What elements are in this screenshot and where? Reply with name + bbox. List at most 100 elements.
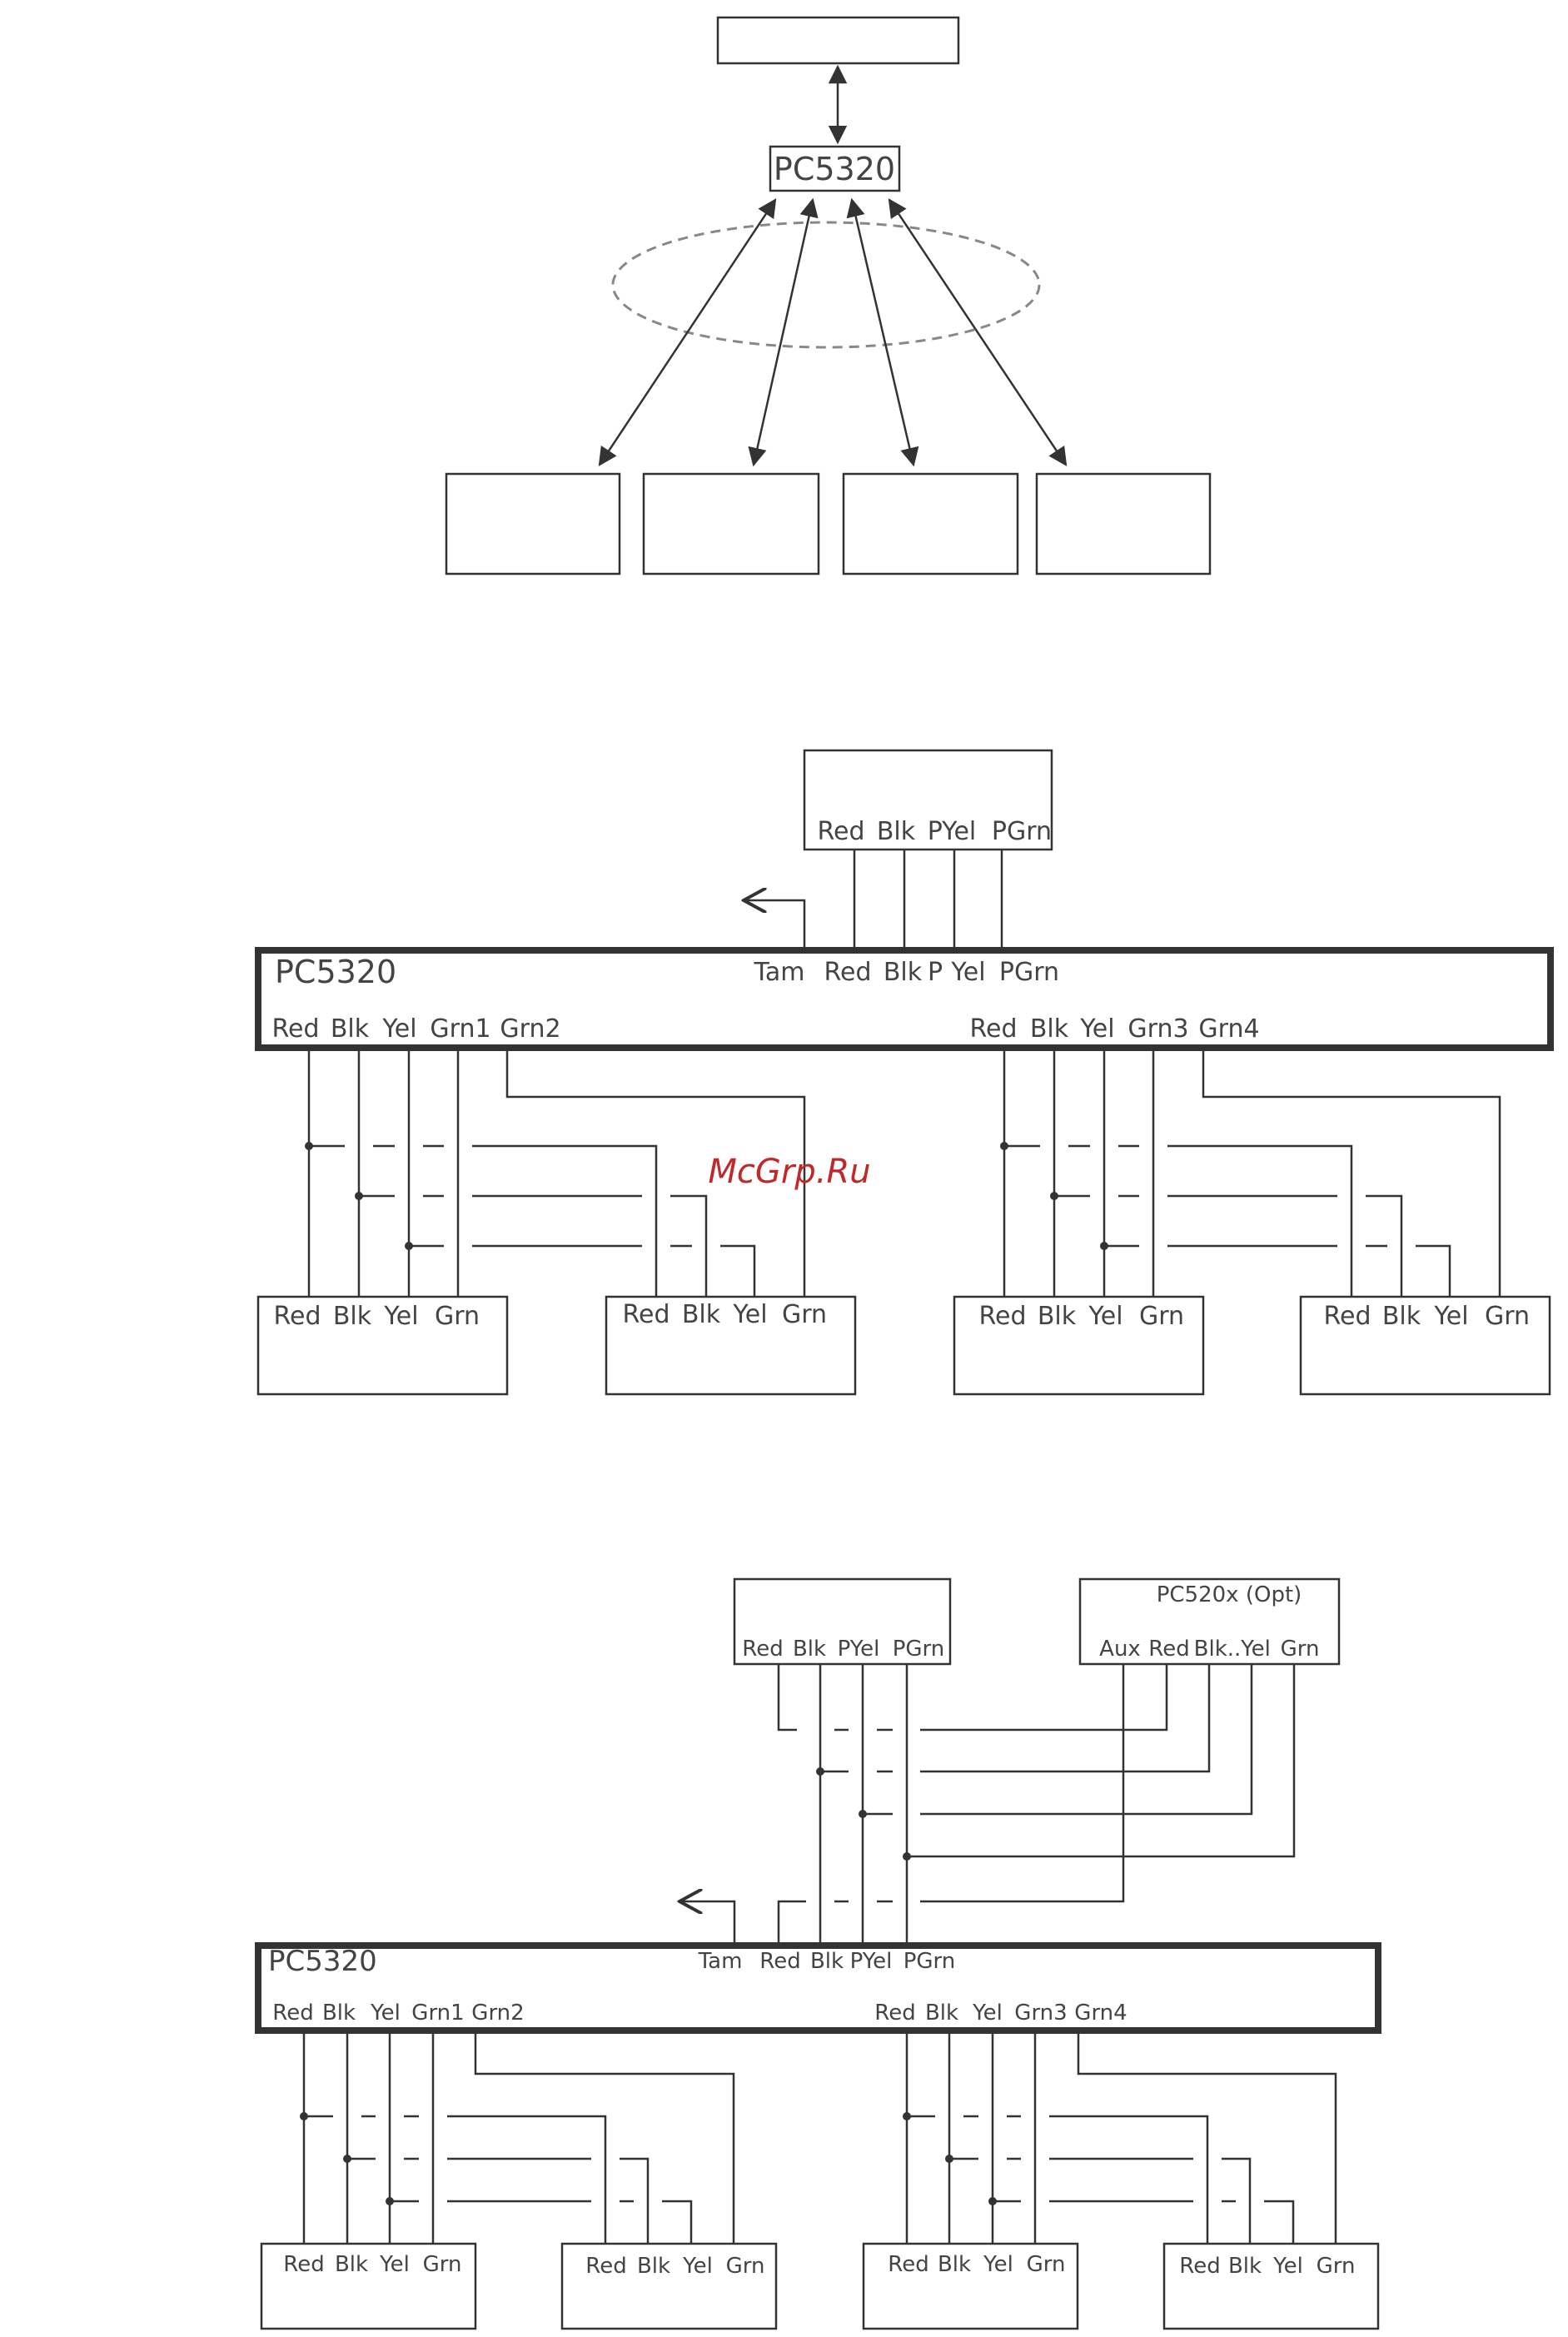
keypad-terminal-blk: Blk — [793, 1637, 826, 1662]
receiver-2-terminal: Red — [623, 1300, 670, 1329]
receiver-1-terminal: Grn — [423, 2252, 462, 2277]
junction-dot — [305, 1142, 313, 1150]
wire — [777, 1900, 893, 1946]
panel-bl-blk: Blk — [322, 2001, 356, 2026]
panel-bl-grn1: Grn1 — [411, 2001, 464, 2026]
junction-dot — [343, 2155, 351, 2163]
panel-bl-yel: Yel — [381, 1014, 416, 1044]
wire — [920, 1664, 1253, 1816]
device-box-3 — [842, 472, 1019, 576]
receiver-3-terminal: Yel — [1088, 1302, 1122, 1331]
junction-dot — [945, 2155, 953, 2163]
option-module-box — [1078, 1577, 1341, 1666]
panel-br-red: Red — [970, 1014, 1018, 1044]
panel-br-yel: Yel — [972, 2001, 1003, 2026]
option-terminal-aux: Aux — [1099, 1637, 1141, 1662]
wire — [1104, 1244, 1451, 1297]
receiver-box-4 — [1162, 2242, 1380, 2330]
keypad-box — [803, 749, 1053, 851]
receiver-1-terminal: Yel — [383, 1302, 418, 1331]
wire — [1004, 1144, 1353, 1297]
receiver-3-terminal: Grn — [1027, 2252, 1066, 2277]
receiver-box-3 — [862, 2242, 1079, 2330]
panel-terminal-yel: Yel — [950, 958, 985, 987]
panel-terminal-blk: Blk — [884, 958, 923, 987]
receiver-1-terminal: Yel — [379, 2252, 410, 2277]
wire — [920, 1664, 1125, 1903]
junction-dot — [1000, 1142, 1008, 1150]
receiver-4-terminal: Yel — [1433, 1302, 1468, 1331]
device-box-1 — [445, 472, 621, 576]
panel-terminal-pyel: PYel — [850, 1949, 893, 1974]
receiver-box-2 — [560, 2242, 778, 2330]
panel-terminal-blk: Blk — [810, 1949, 844, 1974]
wire — [993, 2200, 1295, 2244]
receiver-2-terminal: Yel — [732, 1300, 767, 1329]
keypad-terminal-blk: Blk — [877, 817, 916, 846]
receiver-1-terminal: Grn — [435, 1302, 480, 1331]
wire — [474, 2033, 735, 2244]
option-terminal-yel: Yel — [1240, 1637, 1271, 1662]
wire — [359, 1194, 708, 1297]
receiver-box-1 — [260, 2242, 477, 2330]
panel-title: PC5320 — [275, 954, 396, 990]
wire — [920, 1664, 1168, 1732]
junction-dot — [1050, 1192, 1058, 1200]
wire — [1202, 1051, 1501, 1297]
watermark: McGrp.Ru — [708, 1153, 870, 1191]
panel-br-blk: Blk — [925, 2001, 958, 2026]
panel-br-grn3: Grn3 — [1127, 1014, 1188, 1044]
receiver-4-terminal: Blk — [1382, 1302, 1421, 1331]
diagram-2-wiring: Red Blk PYel PGrn PC5320 Tam Red Blk P Y… — [255, 749, 1554, 1396]
keypad-terminal-pyel: PYel — [928, 817, 977, 846]
receiver-4-terminal: Red — [1324, 1302, 1371, 1331]
tamper-wire — [744, 900, 806, 950]
junction-dot — [816, 1767, 824, 1776]
panel-bl-grn2: Grn2 — [500, 1014, 560, 1044]
panel-br-blk: Blk — [1030, 1014, 1069, 1044]
option-terminal-red: Red — [1148, 1637, 1189, 1662]
receiver-box-4 — [1299, 1295, 1551, 1396]
link-arrow-2 — [748, 197, 819, 467]
device-box-4 — [1035, 472, 1212, 576]
receiver-box-2 — [605, 1295, 857, 1396]
diagram-1-wireless-layout: PC5320 — [445, 16, 1212, 576]
wire — [949, 2157, 1252, 2244]
keypad-terminal-red: Red — [742, 1637, 783, 1662]
keypad-terminal-pgrn: PGrn — [992, 817, 1052, 846]
panel-title: PC5320 — [268, 1945, 377, 1978]
panel-bl-red: Red — [272, 1014, 320, 1044]
wire — [390, 2200, 693, 2244]
receiver-2-terminal: Blk — [637, 2254, 670, 2279]
device-box-2 — [642, 472, 820, 576]
junction-dot — [386, 2197, 394, 2205]
diagram-3-wiring: Red Blk PYel PGrn PC520x (Opt) Aux Red B… — [255, 1577, 1381, 2330]
junction-dot — [859, 1810, 867, 1818]
receiver-3-terminal: Blk — [938, 2252, 971, 2277]
panel-terminal-tam: Tam — [754, 958, 805, 987]
junction-dot — [355, 1192, 363, 1200]
keypad-box — [733, 1577, 952, 1666]
receiver-3-terminal: Grn — [1139, 1302, 1184, 1331]
junction-dot — [405, 1242, 413, 1250]
receiver-1-terminal: Red — [274, 1302, 321, 1331]
panel-terminal-red: Red — [824, 958, 872, 987]
link-arrow-4 — [888, 198, 1068, 466]
option-module-title: PC520x (Opt) — [1157, 1582, 1302, 1607]
receiver-box-1 — [256, 1295, 509, 1396]
receiver-2-terminal: Yel — [682, 2254, 713, 2279]
receiver-4-terminal: Yel — [1272, 2254, 1303, 2279]
panel-bl-yel: Yel — [370, 2001, 401, 2026]
junction-dot — [988, 2197, 997, 2205]
receiver-3-terminal: Blk — [1038, 1302, 1077, 1331]
receiver-4-terminal: Blk — [1228, 2254, 1262, 2279]
panel-terminal-pgrn: PGrn — [999, 958, 1059, 987]
wire — [304, 2115, 607, 2244]
receiver-4-terminal: Grn — [1485, 1302, 1530, 1331]
panel-terminal-pgrn: PGrn — [903, 1949, 956, 1974]
receiver-2-terminal: Grn — [726, 2254, 765, 2279]
wire — [347, 2157, 650, 2244]
receiver-3-terminal: Red — [979, 1302, 1027, 1331]
panel-br-yel: Yel — [1079, 1014, 1114, 1044]
